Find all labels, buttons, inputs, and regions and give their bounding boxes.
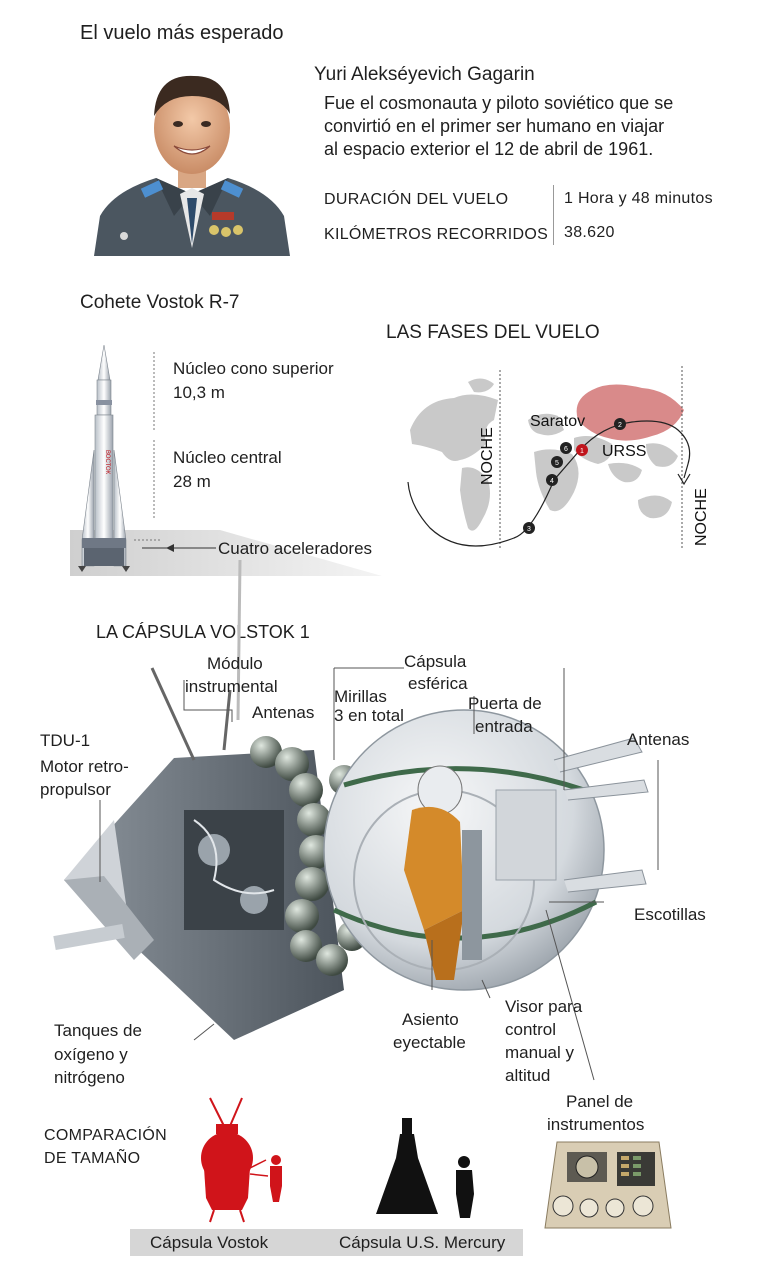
phase-marker-5 — [551, 456, 563, 468]
label-capsula-2: esférica — [408, 674, 468, 693]
bio-line-1: Fue el cosmonauta y piloto soviético que… — [324, 93, 674, 113]
bio-line-3: al espacio exterior el 12 de abril de 19… — [324, 139, 654, 159]
phase-marker-6-label: 6 — [564, 446, 568, 453]
label-modulo-1: Módulo — [207, 654, 263, 673]
phase-marker-2 — [614, 418, 626, 430]
label-asiento-2: eyectable — [393, 1033, 466, 1052]
stat-distance-value: 38.620 — [564, 224, 615, 241]
label-tanques-3: nitrógeno — [54, 1068, 125, 1087]
phase-marker-6 — [560, 442, 572, 454]
phase-marker-3-label: 3 — [527, 526, 531, 533]
label-panel-2: instrumentos — [547, 1115, 645, 1134]
capsule-title: LA CÁPSULA VOLSTOK 1 — [96, 622, 310, 642]
ussr-region — [576, 384, 684, 441]
person-name: Yuri Alekséyevich Gagarin — [314, 64, 535, 85]
label-tanques-1: Tanques de — [54, 1021, 142, 1040]
mercury-silhouette — [376, 1118, 474, 1218]
label-puerta-1: Puerta de — [468, 694, 542, 713]
label-visor-2: control — [505, 1020, 557, 1039]
phase-marker-4 — [546, 474, 558, 486]
phase-marker-1 — [576, 444, 588, 456]
label-modulo-2: instrumental — [185, 677, 278, 696]
label-tanques-2: oxígeno y — [54, 1045, 128, 1064]
bio-line-2: convirtió en el primer ser humano en via… — [324, 116, 665, 136]
rocket-top-value: 10,3 m — [173, 383, 225, 402]
rocket-body-text: ВОСТОК — [104, 450, 110, 475]
phase-marker-3 — [523, 522, 535, 534]
label-antenas-right: Antenas — [627, 730, 690, 749]
city-label: Saratov — [530, 413, 585, 430]
label-tdu-3: propulsor — [40, 780, 111, 799]
rocket-top-label: Núcleo cono superior — [173, 359, 334, 378]
phase-marker-2-label: 2 — [618, 422, 622, 429]
label-tdu-1: TDU-1 — [40, 731, 91, 750]
label-panel-1: Panel de — [566, 1092, 634, 1111]
instrument-panel-illustration — [544, 1141, 672, 1229]
label-puerta-2: entrada — [475, 717, 533, 736]
rocket-illustration: ВОСТОК — [70, 344, 382, 576]
rocket-core-value: 28 m — [173, 472, 211, 491]
label-escotillas: Escotillas — [634, 905, 706, 924]
comparison-title-1: COMPARACIÓN — [44, 1127, 168, 1144]
label-mirillas-2: 3 en total — [334, 706, 404, 725]
rocket-title: Cohete Vostok R-7 — [80, 292, 240, 313]
comparison-band — [130, 1229, 523, 1256]
label-visor-4: altitud — [505, 1066, 551, 1085]
rocket-boosters-label: Cuatro aceleradores — [218, 539, 373, 558]
stat-duration-value: 1 Hora y 48 minutos — [564, 190, 713, 207]
phase-marker-5-label: 5 — [555, 460, 559, 467]
night-left-label: NOCHE — [479, 427, 496, 485]
stat-distance-label: KILÓMETROS RECORRIDOS — [324, 226, 549, 243]
page-title: El vuelo más esperado — [80, 22, 284, 44]
phases-title: LAS FASES DEL VUELO — [386, 322, 600, 343]
phase-marker-1-label: 1 — [580, 448, 584, 455]
label-antenas-left: Antenas — [252, 703, 315, 722]
label-mirillas-1: Mirillas — [334, 687, 387, 706]
flight-map: 1 2 3 4 5 6 NOCHE NOCHE Saratov URSS — [407, 366, 710, 550]
country-label: URSS — [602, 443, 646, 460]
label-visor-1: Visor para — [505, 997, 583, 1016]
comparison-title-2: DE TAMAÑO — [44, 1150, 141, 1167]
rocket-core-label: Núcleo central — [173, 448, 282, 467]
label-visor-3: manual y — [505, 1043, 574, 1062]
stat-duration-label: DURACIÓN DEL VUELO — [324, 191, 509, 208]
stat-divider — [553, 185, 554, 245]
vostok-silhouette — [201, 1097, 282, 1223]
label-capsula-1: Cápsula — [404, 652, 467, 671]
phase-marker-4-label: 4 — [550, 478, 554, 485]
gagarin-portrait — [94, 66, 290, 256]
label-tdu-2: Motor retro- — [40, 757, 129, 776]
mercury-label: Cápsula U.S. Mercury — [339, 1233, 506, 1252]
night-right-label: NOCHE — [693, 488, 710, 546]
vostok-label: Cápsula Vostok — [150, 1233, 269, 1252]
vostok-capsule-illustration — [53, 559, 659, 1081]
label-asiento-1: Asiento — [402, 1010, 459, 1029]
